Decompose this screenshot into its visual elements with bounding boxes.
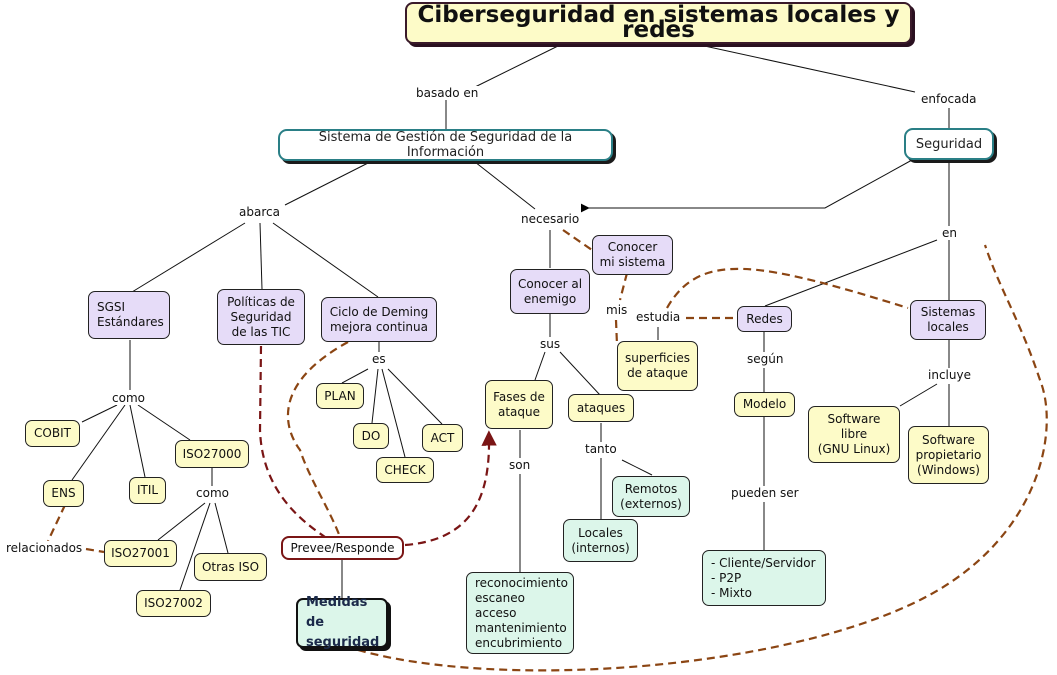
concept-iso27002[interactable]: ISO27002 [136, 590, 211, 617]
map-title: Ciberseguridad en sistemas locales y red… [405, 2, 912, 44]
dashed-politicas-prevee [258, 345, 326, 538]
link-incluye-libre [899, 383, 938, 407]
concept-cobit[interactable]: COBIT [25, 420, 80, 447]
label-son: son [507, 458, 533, 472]
label-sus: sus [538, 337, 563, 351]
concept-fases-ataque[interactable]: Fases de ataque [485, 380, 553, 429]
dashed-ens-relacionados [47, 504, 66, 542]
link-sus-ataques [559, 351, 601, 396]
link-seguridad-necesario [580, 159, 913, 213]
label-estudia: estudia [634, 310, 683, 324]
label-es: es [370, 352, 388, 366]
concept-plan[interactable]: PLAN [316, 383, 364, 409]
dashed-sistema-mis [618, 272, 629, 301]
concept-do[interactable]: DO [353, 423, 389, 449]
link-tanto-remotos [621, 459, 653, 476]
link-como2-otras [214, 502, 229, 554]
link-es-do [371, 368, 379, 424]
label-incluye: incluye [926, 368, 973, 382]
dashed-deming-prevee [286, 341, 349, 538]
concept-redes[interactable]: Redes [737, 306, 792, 332]
concept-sgsi[interactable]: Sistema de Gestión de Seguridad de la In… [278, 129, 613, 161]
concept-politicas[interactable]: Políticas de Seguridad de las TIC [217, 289, 305, 345]
concept-prevee-responde[interactable]: Prevee/Responde [281, 536, 404, 560]
link-sgsi-necesario [474, 161, 536, 210]
concept-deming[interactable]: Ciclo de Deming mejora continua [321, 297, 437, 342]
concept-software-libre[interactable]: Software libre (GNU Linux) [808, 406, 900, 463]
link-sgsi-abarca [284, 161, 371, 206]
label-necesario: necesario [519, 212, 582, 226]
concept-modelo[interactable]: Modelo [734, 392, 795, 417]
label-en: en [940, 226, 959, 240]
link-es-check [381, 368, 406, 458]
dashed-relacionados-iso27001 [85, 547, 105, 554]
dashed-mis-superficies [614, 319, 619, 346]
label-pueden-ser: pueden ser [729, 486, 801, 500]
concept-iso27000[interactable]: ISO27000 [175, 440, 249, 468]
concept-otras-iso[interactable]: Otras ISO [194, 553, 267, 581]
concept-check[interactable]: CHECK [376, 457, 434, 483]
link-como-iso27000 [137, 404, 191, 441]
concept-iso27001[interactable]: ISO27001 [104, 540, 177, 567]
concept-conocer-enemigo[interactable]: Conocer al enemigo [510, 269, 590, 314]
concept-act[interactable]: ACT [422, 424, 463, 452]
label-como-iso: como [194, 486, 231, 500]
link-abarca-sgsi-est [131, 222, 246, 293]
dashed-prevee-fases-arrow [404, 430, 497, 547]
concept-sistemas-locales[interactable]: Sistemas locales [910, 300, 986, 340]
link-sus-fases [534, 351, 546, 381]
link-abarca-deming [272, 222, 379, 298]
link-es-act [387, 368, 443, 425]
link-como-itil [129, 404, 146, 478]
concept-software-propietario[interactable]: Software propietario (Windows) [908, 426, 989, 484]
link-como2-iso27002 [179, 502, 211, 591]
link-title-enfocada [699, 44, 916, 93]
concept-ens[interactable]: ENS [43, 480, 84, 507]
concept-modelos-lista[interactable]: - Cliente/Servidor - P2P - Mixto [702, 550, 826, 606]
label-abarca: abarca [237, 205, 282, 219]
concept-locales[interactable]: Locales (internos) [563, 519, 638, 562]
concept-medidas-seguridad[interactable]: Medidas de seguridad [296, 595, 388, 650]
label-mis: mis [604, 303, 630, 317]
link-title-basado [474, 44, 561, 88]
concept-fases-lista[interactable]: reconocimiento escaneo acceso mantenimie… [466, 572, 574, 654]
label-como: como [110, 391, 147, 405]
concept-sgsi-estandares[interactable]: SGSI Estándares [88, 291, 170, 339]
link-como-ens [71, 404, 126, 481]
link-como2-iso27001 [157, 502, 206, 541]
link-abarca-politicas [259, 222, 263, 290]
concept-seguridad[interactable]: Seguridad [904, 128, 994, 160]
link-en-redes [764, 239, 938, 307]
label-segun: según [745, 352, 786, 366]
link-es-plan [341, 368, 369, 384]
dashed-estudia-sistemas [666, 267, 909, 310]
link-como-cobit [81, 404, 118, 423]
label-tanto: tanto [583, 442, 619, 456]
concept-ataques[interactable]: ataques [568, 394, 634, 422]
concept-conocer-sistema[interactable]: Conocer mi sistema [592, 235, 673, 275]
concept-itil[interactable]: ITIL [129, 477, 166, 504]
concept-remotos[interactable]: Remotos (externos) [612, 476, 690, 517]
label-basado-en: basado en [414, 86, 481, 100]
label-enfocada: enfocada [919, 92, 979, 106]
dashed-necesario-sistema [562, 229, 593, 251]
concept-superficies[interactable]: superficies de ataque [617, 341, 698, 391]
label-relacionados: relacionados [4, 541, 85, 555]
